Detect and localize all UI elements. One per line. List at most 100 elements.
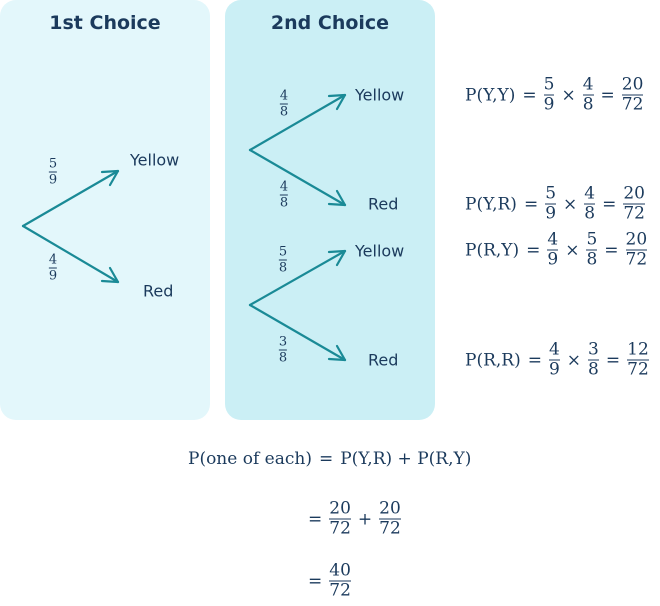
numerator: 12: [627, 339, 649, 360]
equals-sign: =: [527, 350, 542, 370]
fraction-bar: [588, 359, 599, 361]
event-label: P(one of each): [188, 449, 312, 469]
fraction-bar: [623, 203, 645, 205]
outcome-label-red: Red: [368, 350, 399, 370]
outcome-label-yellow: Yellow: [130, 150, 180, 170]
first-choice-title: 1st Choice: [49, 12, 161, 34]
denominator: 8: [588, 359, 599, 380]
fraction-bar: [379, 518, 401, 520]
numerator: 4: [584, 183, 596, 204]
fraction-bar: [582, 94, 594, 96]
numerator: 3: [278, 334, 288, 350]
equals-sign: =: [318, 449, 334, 469]
second-choice-panel: 2nd Choice: [225, 0, 435, 420]
numerator: 4: [279, 88, 289, 104]
fraction-bar: [279, 103, 289, 105]
denominator: 9: [543, 94, 555, 115]
equals-sign: =: [308, 571, 323, 591]
fraction-bar: [586, 249, 598, 251]
denominator: 72: [621, 94, 644, 115]
fraction-bar: [621, 94, 644, 96]
branch-arrow-yr: [248, 148, 347, 207]
numerator: 40: [329, 560, 351, 581]
sum-expression: P(Y,R) + P(R,Y): [340, 449, 472, 469]
outcome-label-red: Red: [368, 194, 399, 214]
times-sign: ×: [561, 85, 576, 105]
denominator: 72: [329, 580, 351, 601]
equals-sign: =: [523, 194, 539, 214]
fraction-bar: [279, 194, 289, 196]
numerator: 5: [48, 156, 58, 172]
equals-sign: =: [605, 350, 621, 370]
numerator: 4: [548, 339, 560, 360]
denominator: 8: [278, 350, 288, 366]
denominator: 8: [584, 203, 596, 224]
fraction-bar: [278, 259, 288, 261]
numerator: 3: [588, 339, 599, 360]
branch-arrow-rr: [248, 303, 347, 362]
numerator: 5: [543, 74, 555, 95]
fraction-bar: [329, 518, 351, 520]
denominator: 72: [625, 249, 648, 270]
fraction-bar: [48, 267, 58, 269]
numerator: 20: [379, 498, 401, 519]
numerator: 4: [279, 179, 289, 195]
outcome-label: P(Y,Y): [465, 85, 516, 105]
plus-sign: +: [357, 509, 373, 529]
numerator: 4: [582, 74, 594, 95]
times-sign: ×: [566, 350, 582, 370]
numerator: 5: [278, 244, 288, 260]
fraction-bar: [278, 349, 288, 351]
fraction-bar: [547, 249, 559, 251]
equals-sign: =: [602, 194, 617, 214]
fraction-bar: [48, 171, 58, 173]
equals-sign: =: [526, 240, 541, 260]
denominator: 8: [582, 94, 594, 115]
equals-sign: =: [600, 85, 615, 105]
outcome-label-yellow: Yellow: [355, 241, 405, 261]
times-sign: ×: [563, 194, 578, 214]
equals-sign: =: [308, 509, 323, 529]
denominator: 72: [623, 203, 645, 224]
numerator: 4: [48, 252, 58, 268]
numerator: 20: [625, 229, 648, 250]
equals-sign: =: [522, 85, 537, 105]
denominator: 8: [279, 195, 289, 211]
numerator: 20: [623, 183, 645, 204]
fraction-bar: [625, 249, 648, 251]
equals-sign: =: [604, 240, 619, 260]
denominator: 72: [627, 359, 649, 380]
fraction-bar: [545, 203, 557, 205]
fraction-bar: [329, 580, 351, 582]
numerator: 20: [621, 74, 644, 95]
denominator: 8: [279, 104, 289, 120]
denominator: 9: [545, 203, 557, 224]
denominator: 9: [547, 249, 559, 270]
outcome-label: P(Y,R): [465, 194, 517, 214]
